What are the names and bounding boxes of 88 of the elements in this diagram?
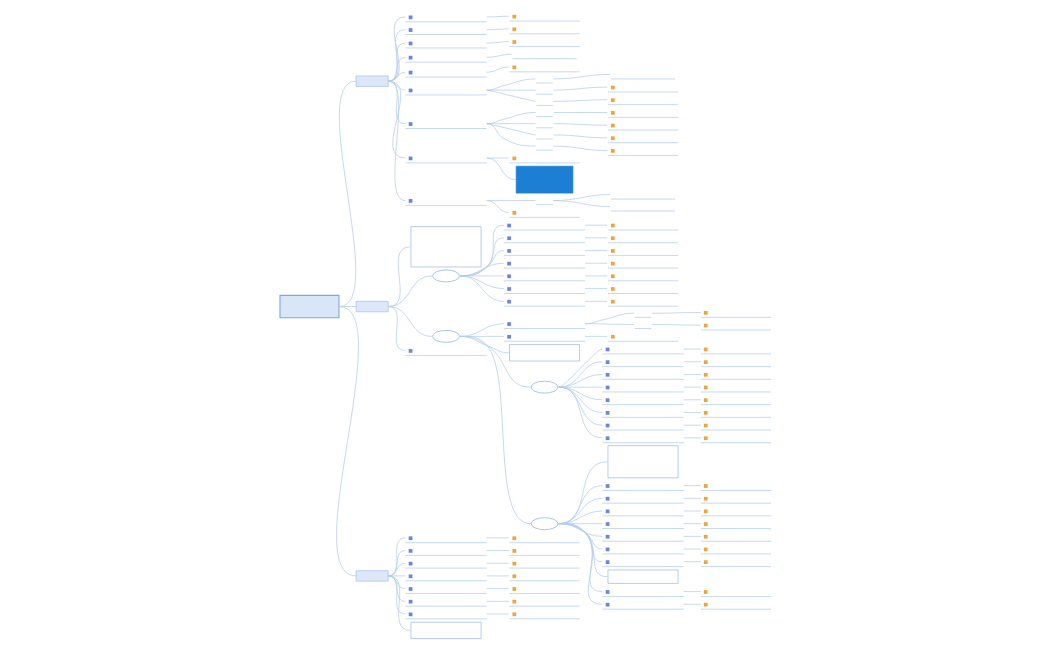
connector — [584, 275, 608, 277]
connector — [682, 399, 701, 401]
node-box — [278, 294, 339, 319]
connector — [485, 200, 509, 213]
connector — [485, 588, 509, 589]
node-box — [515, 165, 573, 194]
node-line — [633, 316, 652, 318]
node-ellipse — [530, 380, 558, 394]
connector — [557, 348, 603, 388]
connector — [651, 324, 701, 326]
connector — [682, 386, 701, 388]
connector — [584, 323, 634, 325]
connector — [552, 112, 608, 113]
connector — [557, 386, 603, 413]
node-box — [355, 300, 389, 313]
connector — [584, 312, 634, 325]
connector — [682, 485, 701, 486]
connector — [552, 99, 608, 102]
connector — [557, 386, 603, 439]
connector — [682, 374, 701, 375]
node-box — [410, 226, 481, 268]
connector — [682, 561, 701, 563]
connector — [682, 361, 701, 363]
node-line — [610, 198, 675, 200]
connector — [682, 536, 701, 537]
connector — [557, 386, 603, 401]
connector — [552, 123, 608, 126]
connector — [459, 275, 504, 302]
node-line — [535, 116, 553, 117]
connector — [485, 550, 509, 551]
connector — [485, 123, 536, 147]
connector — [485, 600, 509, 602]
connector — [485, 53, 512, 58]
connector — [584, 250, 608, 251]
connector — [552, 74, 611, 80]
node-line — [535, 93, 553, 95]
node-ellipse — [530, 517, 558, 531]
node-ellipse — [431, 330, 460, 343]
connector — [485, 537, 509, 539]
connector — [485, 28, 509, 31]
connector — [485, 66, 509, 73]
node-line — [535, 127, 553, 129]
node-line — [610, 78, 675, 80]
connector — [485, 89, 536, 102]
node-box — [410, 621, 481, 639]
node-box — [607, 445, 678, 479]
connector — [485, 562, 509, 564]
node-ellipse — [431, 269, 460, 283]
connector — [584, 336, 608, 337]
node-box — [355, 570, 389, 582]
node-line — [511, 58, 577, 60]
connector — [485, 78, 536, 91]
node-line — [535, 149, 553, 151]
connector — [682, 497, 701, 499]
connector — [338, 80, 356, 307]
connector — [552, 134, 608, 139]
connector — [584, 262, 608, 264]
connector — [459, 336, 531, 525]
connector — [584, 300, 608, 302]
node-line — [535, 204, 553, 206]
connector — [682, 412, 701, 413]
node-line — [633, 328, 652, 329]
node-box — [355, 75, 389, 87]
node-box — [508, 344, 580, 362]
connector — [584, 224, 608, 226]
connector — [557, 523, 603, 605]
connector — [552, 200, 611, 207]
connector — [335, 306, 359, 577]
connector — [682, 424, 701, 426]
connector — [584, 237, 608, 239]
connector — [651, 312, 701, 314]
connector — [584, 288, 608, 289]
connector — [485, 41, 509, 44]
connector — [485, 575, 509, 577]
connector — [682, 591, 701, 592]
connector — [485, 89, 536, 91]
connector — [682, 523, 701, 525]
node-box — [607, 569, 678, 584]
node-line — [535, 105, 553, 106]
connector — [387, 306, 406, 351]
connector — [557, 386, 603, 426]
connector — [485, 15, 509, 18]
connector — [552, 86, 608, 91]
connector — [485, 157, 509, 159]
connector — [552, 145, 608, 151]
connector — [682, 603, 701, 605]
connector — [682, 348, 701, 350]
connector — [682, 437, 701, 439]
